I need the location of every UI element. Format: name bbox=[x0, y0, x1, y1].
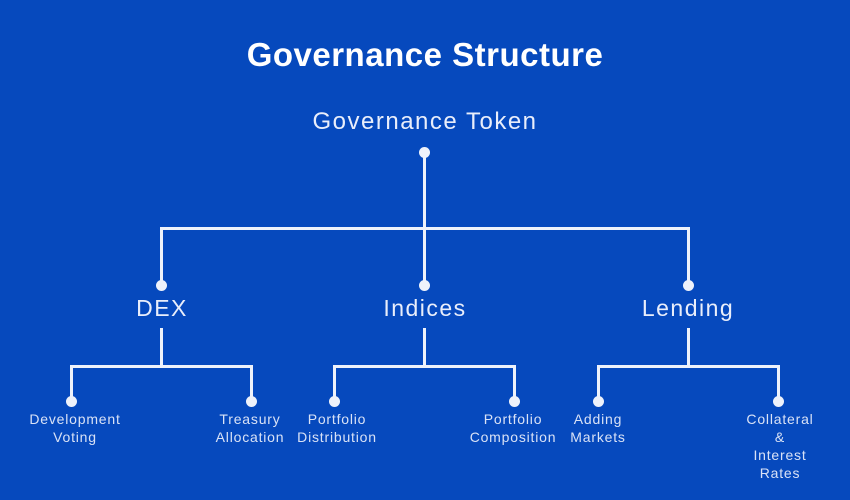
lending-node-dot bbox=[683, 280, 694, 291]
portfolio-composition-dot bbox=[509, 396, 520, 407]
connector-lending-stub bbox=[687, 328, 690, 368]
leaf-collateral-interest-rates: Collateral & Interest Rates bbox=[746, 411, 814, 481]
connector-dex-horizontal bbox=[70, 365, 253, 368]
connector-portfolio-distribution-drop bbox=[333, 365, 336, 402]
connector-lending-drop bbox=[687, 227, 690, 285]
node-indices: Indices bbox=[383, 295, 467, 321]
connector-dex-stub bbox=[160, 328, 163, 368]
collateral-interest-rates-dot bbox=[773, 396, 784, 407]
dex-node-dot bbox=[156, 280, 167, 291]
connector-development-voting-drop bbox=[70, 365, 73, 402]
connector-root-vertical bbox=[423, 152, 426, 285]
root-node-dot bbox=[419, 147, 430, 158]
leaf-treasury-allocation: Treasury Allocation bbox=[215, 411, 285, 445]
leaf-portfolio-composition: Portfolio Composition bbox=[469, 411, 557, 445]
portfolio-distribution-dot bbox=[329, 396, 340, 407]
connector-indices-stub bbox=[423, 328, 426, 368]
treasury-allocation-dot bbox=[246, 396, 257, 407]
adding-markets-dot bbox=[593, 396, 604, 407]
leaf-adding-markets: Adding Markets bbox=[570, 411, 626, 445]
connector-lending-horizontal bbox=[597, 365, 780, 368]
indices-node-dot bbox=[419, 280, 430, 291]
development-voting-dot bbox=[66, 396, 77, 407]
connector-treasury-allocation-drop bbox=[250, 365, 253, 402]
node-lending: Lending bbox=[641, 295, 735, 321]
connector-adding-markets-drop bbox=[597, 365, 600, 402]
page-title: Governance Structure bbox=[246, 36, 604, 73]
connector-main-horizontal bbox=[160, 227, 690, 230]
leaf-portfolio-distribution: Portfolio Distribution bbox=[297, 411, 377, 445]
connector-dex-drop bbox=[160, 227, 163, 285]
node-governance-token: Governance Token bbox=[312, 108, 538, 135]
connector-portfolio-composition-drop bbox=[513, 365, 516, 402]
leaf-development-voting: Development Voting bbox=[29, 411, 121, 445]
connector-indices-horizontal bbox=[333, 365, 516, 368]
node-dex: DEX bbox=[136, 295, 188, 321]
connector-collateral-drop bbox=[777, 365, 780, 402]
